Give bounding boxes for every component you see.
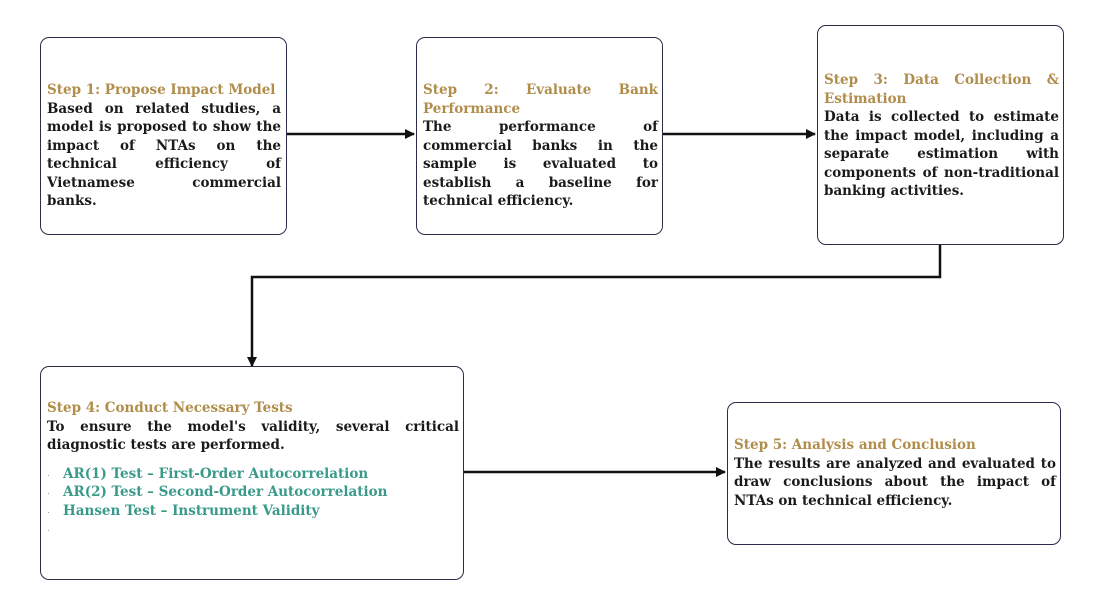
step5-title: Step 5: Analysis and Conclusion bbox=[734, 437, 976, 453]
test-label: AR(2) Test – Second-Order Autocorrelatio… bbox=[63, 484, 388, 500]
step2-body: The performance of commercial banks in t… bbox=[423, 119, 658, 209]
arrow-step3-to-step4 bbox=[247, 245, 942, 367]
test-item-ar1: . AR(1) Test – First-Order Autocorrelatio… bbox=[47, 465, 459, 484]
step1-box: Step 1: Propose Impact Model Based on re… bbox=[40, 37, 287, 235]
step4-test-list: . AR(1) Test – First-Order Autocorrelatio… bbox=[47, 465, 459, 539]
step5-body: The results are analyzed and evaluated t… bbox=[734, 455, 1056, 509]
step4-body: To ensure the model's validity, several … bbox=[47, 418, 459, 454]
step2-box: Step 2: Evaluate Bank Performance The pe… bbox=[416, 37, 663, 235]
test-item-empty: . bbox=[47, 520, 459, 539]
step4-box: Step 4: Conduct Necessary Tests To ensur… bbox=[40, 366, 464, 580]
step1-title: Step 1: Propose Impact Model bbox=[47, 82, 276, 98]
bullet-dot-icon: . bbox=[47, 505, 50, 516]
step3-box: Step 3: Data Collection & Estimation Dat… bbox=[817, 25, 1064, 245]
bullet-dot-icon: . bbox=[47, 524, 50, 534]
step1-body: Based on related studies, a model is pro… bbox=[47, 100, 281, 210]
test-item-ar2: . AR(2) Test – Second-Order Autocorrelati… bbox=[47, 483, 459, 502]
test-label: AR(1) Test – First-Order Autocorrelation bbox=[63, 465, 369, 482]
test-item-hansen: . Hansen Test – Instrument Validity bbox=[47, 502, 459, 521]
step5-box: Step 5: Analysis and Conclusion The resu… bbox=[727, 402, 1061, 545]
bullet-dot-icon: . bbox=[47, 468, 50, 479]
step2-title: Step 2: Evaluate Bank Performance bbox=[423, 82, 658, 117]
step3-body: Data is collected to estimate the impact… bbox=[824, 109, 1059, 199]
test-label: Hansen Test – Instrument Validity bbox=[63, 502, 320, 519]
bullet-dot-icon: . bbox=[47, 487, 50, 497]
step4-title: Step 4: Conduct Necessary Tests bbox=[47, 400, 293, 416]
step3-title: Step 3: Data Collection & Estimation bbox=[824, 72, 1059, 107]
